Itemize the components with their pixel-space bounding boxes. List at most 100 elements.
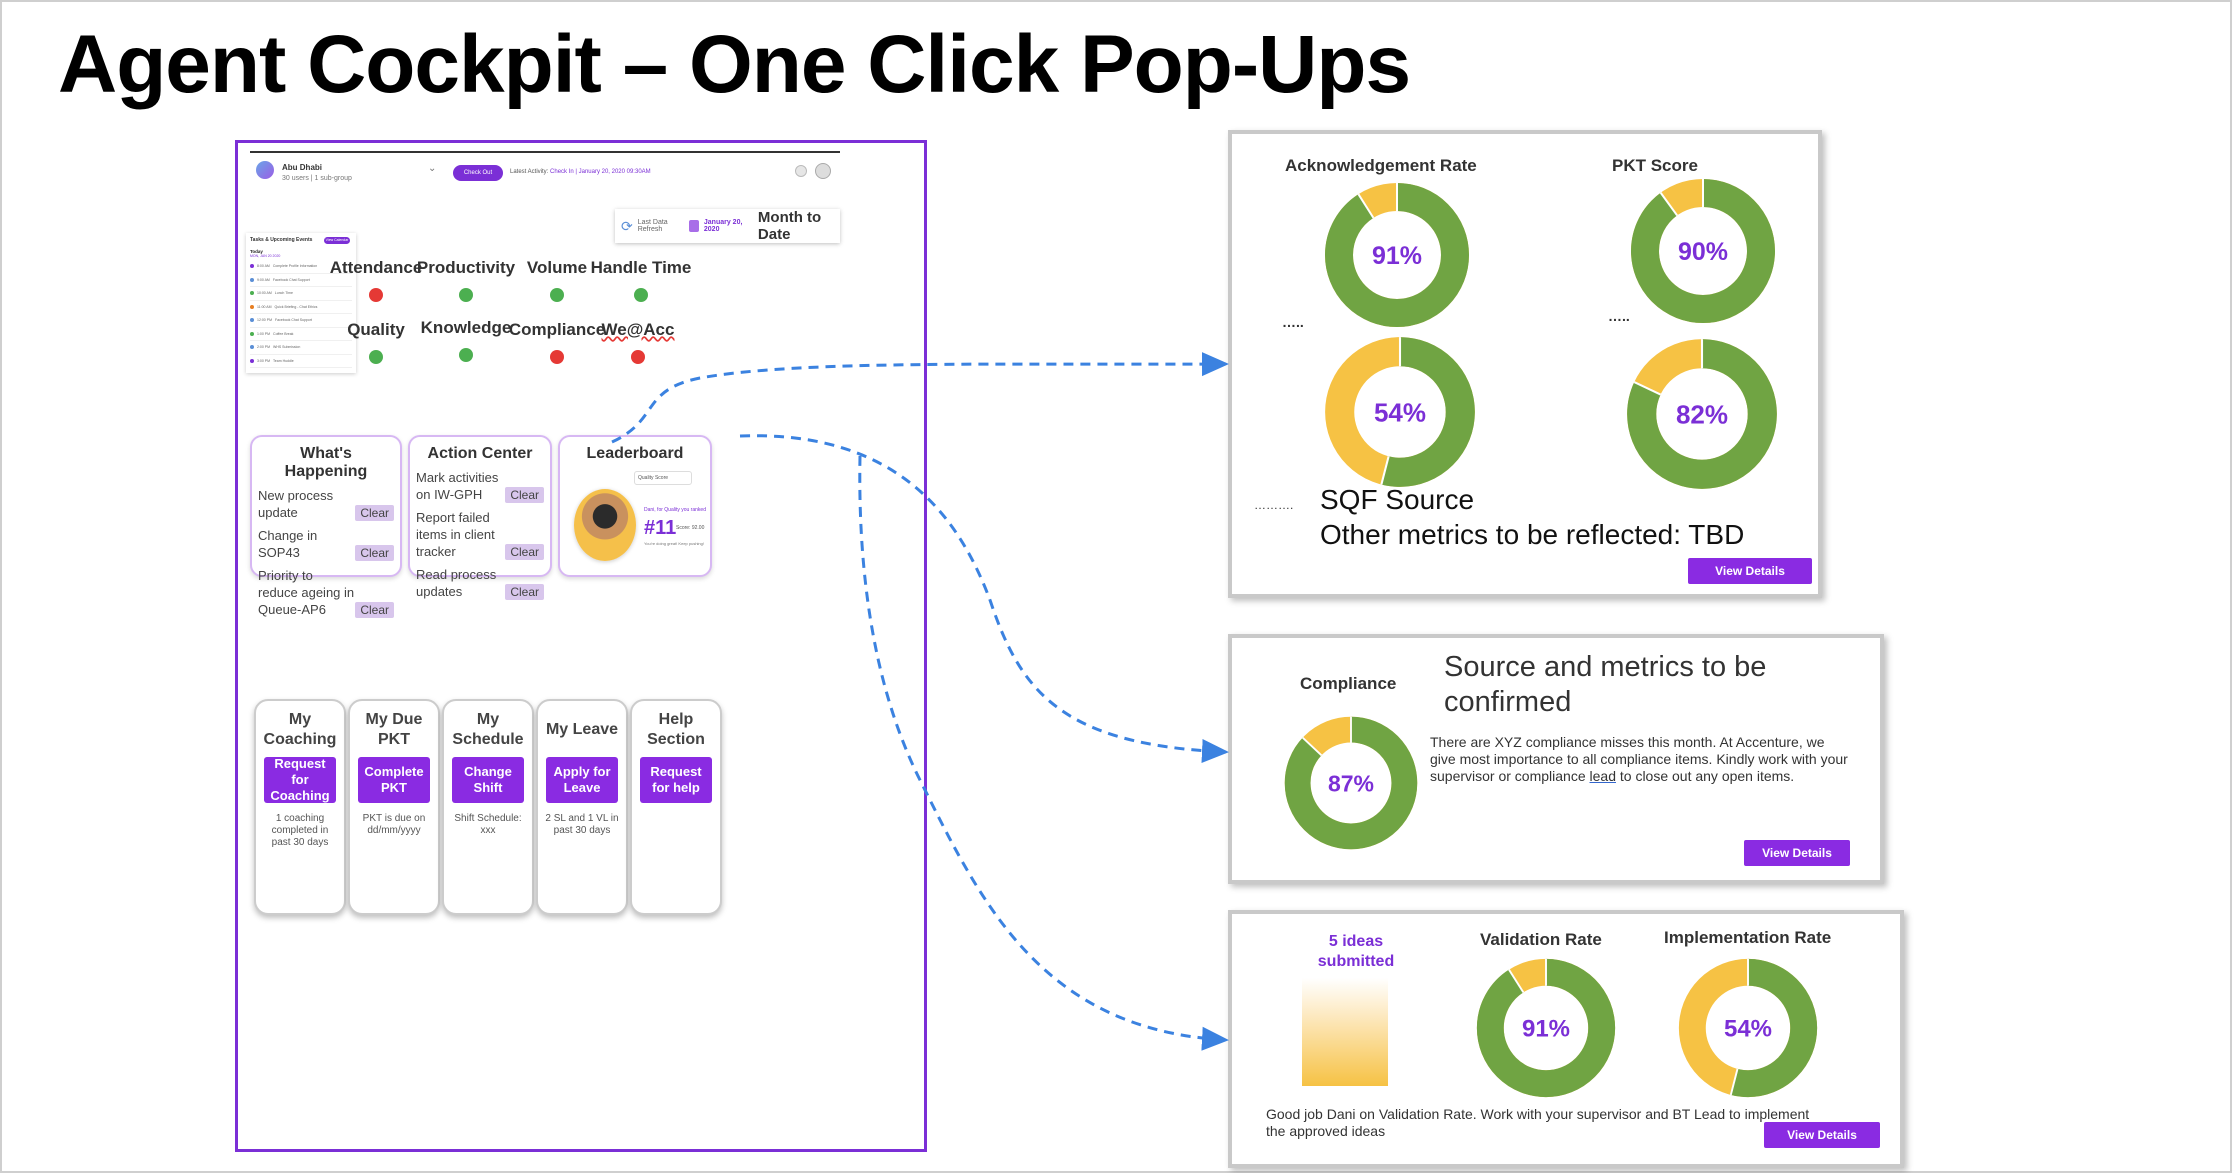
task-time: 3:00 PM <box>257 358 271 363</box>
card-title: Help Section <box>647 711 705 748</box>
clear-button[interactable]: Clear <box>355 505 394 521</box>
task-text: Quick Briefing - Chat Ethics <box>274 304 318 309</box>
card-title: My Schedule <box>452 711 524 748</box>
status-dot-green <box>459 348 473 362</box>
donut-value-label: 54% <box>1724 1016 1772 1043</box>
kpi-compliance[interactable]: Compliance <box>502 320 612 364</box>
refresh-icon[interactable]: ⟳ <box>621 217 633 234</box>
compliance-message: There are XYZ compliance misses this mon… <box>1430 734 1850 785</box>
tasks-panel: Tasks & Upcoming Events View Calendar To… <box>246 233 356 373</box>
user-avatar-icon[interactable] <box>815 163 831 179</box>
donut-divider <box>1357 193 1375 219</box>
leaderboard-title: Leaderboard <box>586 445 684 462</box>
avatar <box>574 489 636 561</box>
leaderboard-rank: #11 <box>644 517 677 539</box>
leaderboard-select[interactable]: Quality Score <box>634 471 692 485</box>
donut-value-label: 91% <box>1522 1016 1570 1043</box>
message-text: There are XYZ compliance misses this mon… <box>1430 734 1848 784</box>
task-time: 1:00 PM <box>257 331 271 336</box>
kpi-knowledge[interactable]: Knowledge <box>411 318 521 362</box>
request-help-button[interactable]: Request for help <box>639 757 713 803</box>
leaderboard-message: Dani, for Quality you ranked <box>644 507 706 513</box>
view-details-button[interactable]: View Details <box>1744 840 1850 866</box>
kpi-attendance[interactable]: Attendance <box>321 258 431 302</box>
calendar-icon[interactable] <box>689 220 699 232</box>
kpi-handle-time[interactable]: Handle Time <box>586 258 696 302</box>
we-acc-popup: 5 ideas submitted Validation Rate Implem… <box>1228 910 1904 1168</box>
clear-button[interactable]: Clear <box>505 584 544 600</box>
card-title: My Due PKT <box>365 711 423 748</box>
task-dot <box>250 358 254 363</box>
donut-divider <box>1302 736 1323 756</box>
task-text: WHS Submission <box>273 345 301 350</box>
clear-button[interactable]: Clear <box>355 545 394 561</box>
we-acc-connector <box>858 455 1229 1051</box>
task-dot <box>250 331 254 336</box>
status-dot-green <box>369 350 383 364</box>
check-out-button[interactable]: Check Out <box>453 165 503 181</box>
complete-pkt-button[interactable]: Complete PKT <box>357 757 431 803</box>
change-shift-button[interactable]: Change Shift <box>451 757 525 803</box>
activity-label: Latest Activity: <box>510 169 549 175</box>
compliance-heading: Source and metrics to be confirmed <box>1444 651 1767 718</box>
notification-icon[interactable] <box>795 165 807 177</box>
kpi-label: Compliance <box>508 320 606 339</box>
status-dot-green <box>550 288 564 302</box>
compliance-label: Compliance <box>1300 674 1397 693</box>
view-details-button[interactable]: View Details <box>1688 558 1812 584</box>
kpi-label: Attendance <box>329 258 423 277</box>
leaderboard-note: You're doing great! Keep pushing! <box>644 541 704 546</box>
kpi-we-acc[interactable]: We@Acc <box>583 320 693 364</box>
knowledge-popup: Acknowledgement Rate PKT Score 91% 90% …… <box>1228 130 1822 598</box>
donut-divider <box>1380 456 1390 485</box>
request-coaching-button[interactable]: Request for Coaching <box>263 756 337 803</box>
task-text: Complete Profile Information <box>272 264 318 269</box>
item-text: Report failed items in client tracker <box>416 510 495 559</box>
clear-button[interactable]: Clear <box>505 487 544 503</box>
view-calendar-button[interactable]: View Calendar <box>324 237 350 244</box>
chevron-down-icon[interactable]: ⌄ <box>428 163 437 174</box>
kpi-label: Handle Time <box>590 258 692 277</box>
acknowledgement-rate-label: Acknowledgement Rate <box>1285 156 1477 175</box>
activity-value: Check In | January 20, 2020 09:30AM <box>550 169 651 175</box>
ideas-bar <box>1302 978 1388 1086</box>
pkt-score-donut: 90% <box>1631 179 1775 323</box>
kpi-label: Volume <box>526 258 588 277</box>
task-text: Team Huddle <box>273 358 294 363</box>
my-schedule-card: My Schedule Change Shift Shift Schedule:… <box>442 699 534 915</box>
task-time: 12:00 PM <box>257 318 272 323</box>
task-time: 8:00 AM <box>257 264 270 269</box>
period-label[interactable]: Month to Date <box>757 209 822 243</box>
status-dot-green <box>459 288 473 302</box>
lead-link[interactable]: lead <box>1589 768 1616 784</box>
view-details-button[interactable]: View Details <box>1764 1122 1880 1148</box>
apply-leave-button[interactable]: Apply for Leave <box>545 757 619 803</box>
my-leave-card: My Leave Apply for Leave 2 SL and 1 VL i… <box>536 699 628 915</box>
kpi-volume[interactable]: Volume <box>502 258 612 302</box>
kpi-productivity[interactable]: Productivity <box>411 258 521 302</box>
leaderboard-score: Score: 92.00 <box>676 525 705 531</box>
metric-donut: 54% <box>1325 337 1475 487</box>
task-dot <box>250 264 254 269</box>
implementation-rate-donut: 54% <box>1678 958 1818 1098</box>
task-dot <box>250 318 254 323</box>
clear-button[interactable]: Clear <box>355 602 394 618</box>
clear-button[interactable]: Clear <box>505 544 544 560</box>
ellipsis: ….. <box>1608 308 1630 324</box>
latest-activity: Latest Activity: Check In | January 20, … <box>510 169 651 175</box>
source-note: SQF Source Other metrics to be reflected… <box>1320 482 1744 552</box>
kpi-quality[interactable]: Quality <box>321 320 431 364</box>
